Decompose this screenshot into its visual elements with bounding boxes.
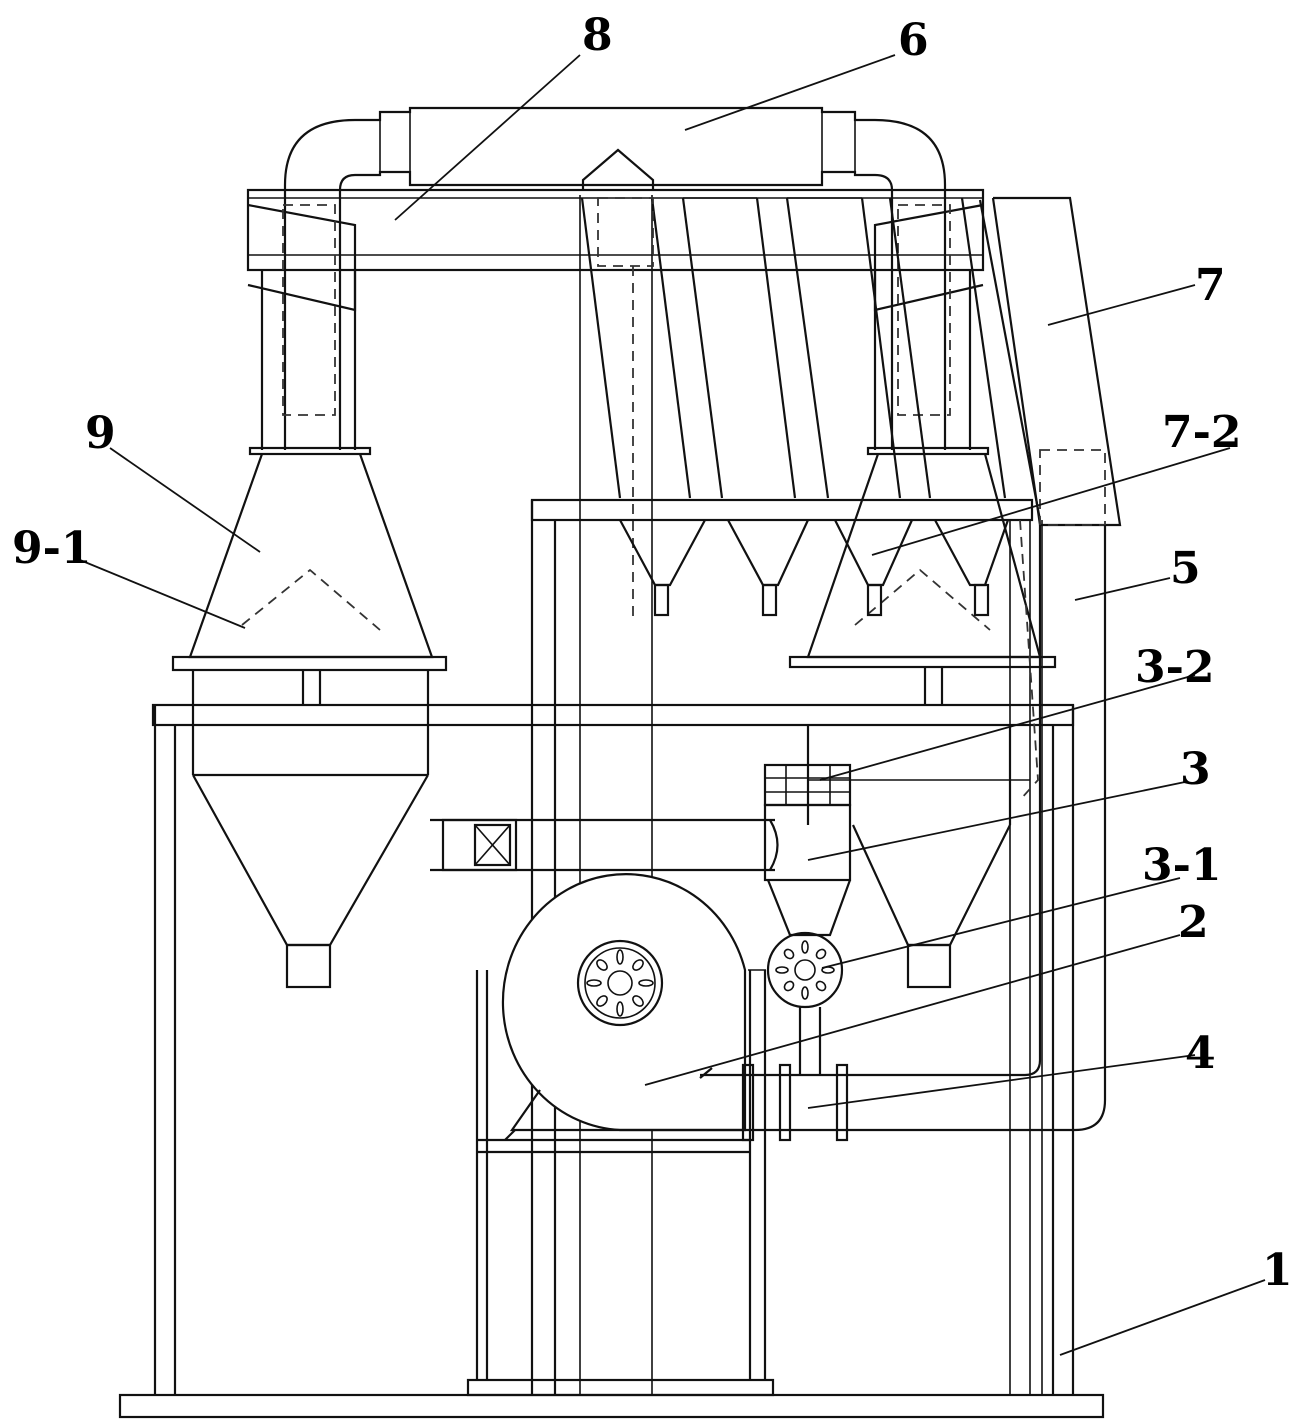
- outlet-pipe: [741, 1063, 849, 1142]
- label-8: 8: [582, 10, 613, 61]
- label-3-1: 3-1: [1142, 840, 1222, 891]
- fan: [501, 873, 747, 1141]
- label-5: 5: [1170, 543, 1201, 594]
- label-9: 9: [85, 408, 116, 459]
- left-inlet-transition: [247, 203, 357, 450]
- callout-labels: 8 6 7 7-2 5 9 9-1 3-2 3 3-1 2 4 1: [12, 10, 1293, 1296]
- label-7: 7: [1195, 260, 1226, 311]
- label-9-1: 9-1: [12, 523, 92, 574]
- top-arch-pipe: [283, 106, 947, 450]
- label-6: 6: [898, 15, 929, 66]
- label-2: 2: [1178, 897, 1209, 948]
- label-3: 3: [1180, 744, 1211, 795]
- base-frame: [118, 195, 1105, 1419]
- left-cyclone: [171, 446, 448, 989]
- label-7-2: 7-2: [1162, 407, 1242, 458]
- return-pipe: [845, 519, 1107, 1132]
- right-cyclone: [788, 446, 1057, 989]
- leader-lines: [79, 54, 1266, 1356]
- feed-assembly: [430, 763, 852, 1075]
- label-1: 1: [1262, 1245, 1293, 1296]
- multi-tube-separator: [580, 196, 1122, 620]
- label-4: 4: [1185, 1028, 1216, 1079]
- label-3-2: 3-2: [1135, 642, 1215, 693]
- top-header-beam: [246, 188, 985, 272]
